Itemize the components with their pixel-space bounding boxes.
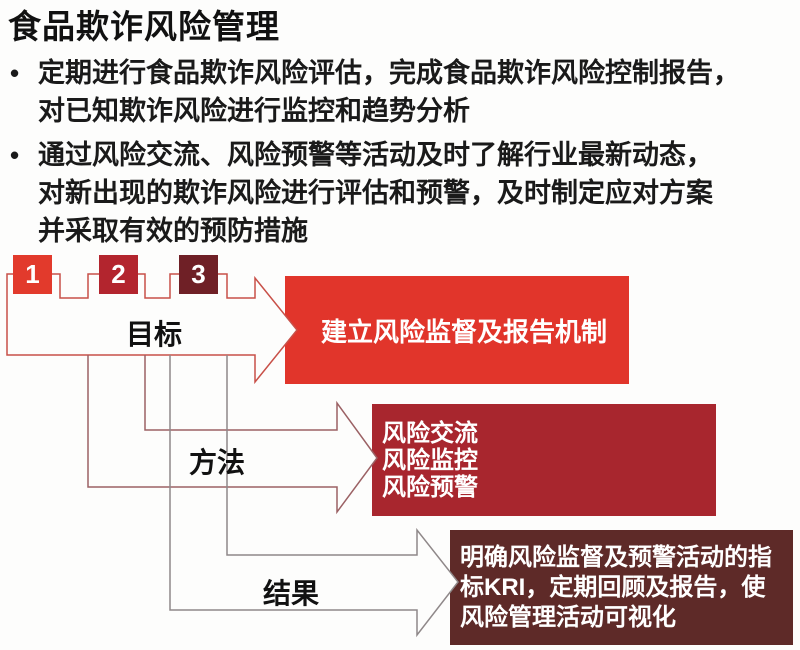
page-title: 食品欺诈风险管理	[8, 8, 280, 45]
step-badge-3: 3	[179, 255, 218, 294]
goal-box-text: 建立风险监督及报告机制	[321, 316, 608, 347]
goal-box: 建立风险监督及报告机制	[285, 276, 629, 384]
result-box-line: 明确风险监督及预警活动的指	[460, 544, 772, 571]
bullet-line: 定期进行食品欺诈风险评估，完成食品欺诈风险控制报告，	[38, 58, 740, 88]
result-label: 结果	[262, 578, 319, 609]
step-badge-2: 2	[99, 255, 138, 294]
bullet-list: • 定期进行食品欺诈风险评估，完成食品欺诈风险控制报告， 对已知欺诈风险进行监控…	[10, 54, 790, 250]
bullet-marker: •	[10, 140, 20, 170]
method-label: 方法	[188, 447, 245, 478]
method-box-line: 风险交流	[382, 420, 478, 447]
bullet-line: 并采取有效的预防措施	[38, 216, 308, 246]
method-box-line: 风险监控	[382, 447, 478, 474]
goal-label: 目标	[125, 319, 182, 350]
result-box-line: 风险管理活动可视化	[460, 604, 676, 631]
step-badge-1: 1	[13, 255, 52, 294]
bullet-line: 通过风险交流、风险预警等活动及时了解行业最新动态，	[38, 140, 713, 170]
bullet-line: 对已知欺诈风险进行监控和趋势分析	[38, 96, 470, 126]
bullet-item: • 通过风险交流、风险预警等活动及时了解行业最新动态， 对新出现的欺诈风险进行评…	[10, 136, 790, 250]
bullet-line: 对新出现的欺诈风险进行评估和预警，及时制定应对方案	[38, 178, 713, 208]
bullet-text: 通过风险交流、风险预警等活动及时了解行业最新动态， 对新出现的欺诈风险进行评估和…	[38, 136, 790, 250]
bullet-text: 定期进行食品欺诈风险评估，完成食品欺诈风险控制报告， 对已知欺诈风险进行监控和趋…	[38, 54, 790, 130]
method-box-line: 风险预警	[382, 474, 478, 501]
result-box: 明确风险监督及预警活动的指 标KRI，定期回顾及报告，使 风险管理活动可视化	[450, 530, 793, 645]
result-box-line: 标KRI，定期回顾及报告，使	[460, 574, 766, 601]
method-box: 风险交流 风险监控 风险预警	[372, 404, 716, 516]
bullet-item: • 定期进行食品欺诈风险评估，完成食品欺诈风险控制报告， 对已知欺诈风险进行监控…	[10, 54, 790, 130]
bullet-marker: •	[10, 58, 20, 88]
